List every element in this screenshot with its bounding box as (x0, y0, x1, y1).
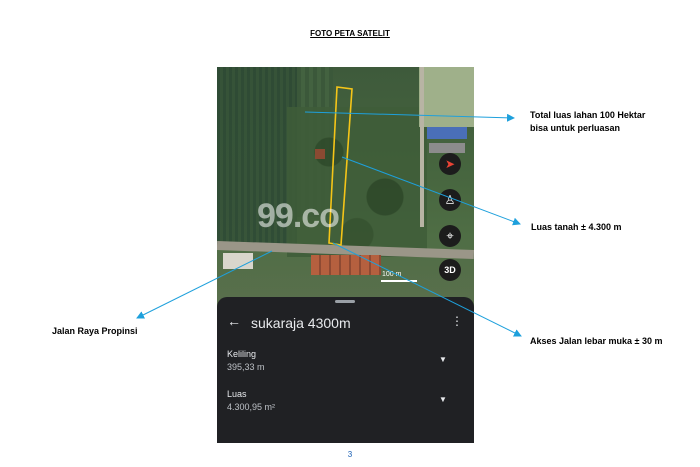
measure-title: sukaraja 4300m (251, 315, 351, 331)
chevron-down-icon[interactable]: ▼ (439, 355, 447, 364)
perimeter-label: Keliling (227, 349, 257, 359)
building (427, 127, 467, 139)
drag-handle[interactable] (335, 300, 355, 303)
measure-bottom-sheet: ← sukaraja 4300m ⋮ Keliling 395,33 m ▼ L… (217, 297, 474, 443)
side-road (420, 67, 424, 227)
arrow-jalan (136, 250, 273, 319)
tree-cover (287, 107, 427, 257)
annotation-total-area: Total luas lahan 100 Hektar bisa untuk p… (530, 109, 645, 135)
satellite-map[interactable]: 99.co ➤ ♙ ⌖ 3D 100 m (217, 67, 474, 310)
annotation-total-line2: bisa untuk perluasan (530, 123, 621, 133)
my-location-icon[interactable]: ⌖ (439, 225, 461, 247)
map-screenshot: 99.co ➤ ♙ ⌖ 3D 100 m ← sukaraja 4300m ⋮ … (217, 67, 474, 443)
scale-bar (381, 280, 417, 282)
street-view-icon[interactable]: ♙ (439, 189, 461, 211)
annotation-road-access: Akses Jalan lebar muka ± 30 m (530, 336, 663, 346)
chevron-down-icon[interactable]: ▼ (439, 395, 447, 404)
page-number: 3 (347, 450, 353, 459)
rice-field (217, 67, 297, 247)
3d-button[interactable]: 3D (439, 259, 461, 281)
perimeter-value: 395,33 m (227, 362, 265, 372)
document-title: FOTO PETA SATELIT (310, 29, 390, 38)
houses (223, 253, 253, 269)
scale-label: 100 m (382, 271, 402, 278)
back-arrow-icon[interactable]: ← (227, 313, 241, 329)
building (429, 143, 465, 153)
annotation-total-line1: Total luas lahan 100 Hektar (530, 110, 646, 120)
annotation-provincial-road: Jalan Raya Propinsi (52, 326, 138, 336)
small-roof (315, 149, 325, 159)
annotation-land-area: Luas tanah ± 4.300 m (531, 222, 622, 232)
area-value: 4.300,95 m² (227, 402, 276, 412)
more-vert-icon[interactable]: ⋮ (451, 314, 463, 328)
arrow-luas (341, 156, 521, 226)
land-plot-outline (315, 86, 353, 246)
area-label: Luas (227, 389, 247, 399)
arrow-total (304, 111, 515, 122)
compass-icon[interactable]: ➤ (439, 153, 461, 175)
houses (311, 255, 381, 275)
watermark: 99.co (257, 197, 340, 235)
arrow-akses (332, 242, 522, 337)
